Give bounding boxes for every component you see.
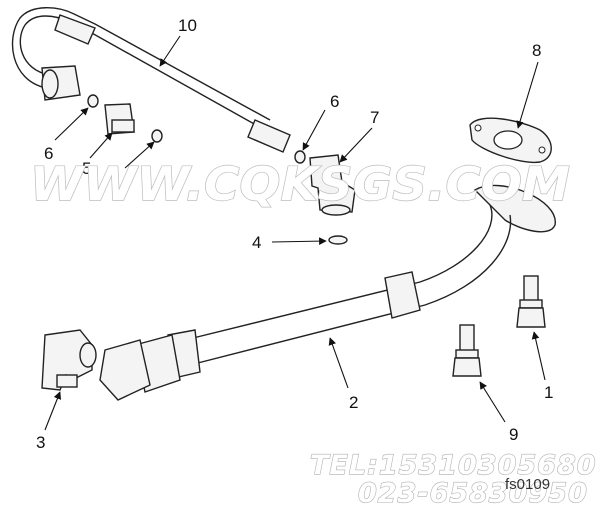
leader-3: [44, 391, 62, 431]
adapter-5: [104, 103, 135, 135]
callout-3: 3: [36, 433, 45, 452]
leader-6-lower: [124, 141, 155, 169]
callout-8: 8: [532, 41, 541, 60]
callout-6-left: 6: [44, 144, 53, 163]
callout-5: 5: [82, 159, 91, 178]
watermark-phone: TEL:15310305680: [310, 450, 597, 481]
leader-5: [89, 132, 113, 159]
leader-1: [531, 331, 546, 381]
o-ring-6-left: [87, 94, 99, 108]
callout-6-right: 6: [330, 92, 339, 111]
o-ring-4: [328, 235, 348, 245]
callout-4: 4: [252, 233, 261, 252]
bolt-9: [452, 324, 482, 377]
callout-1: 1: [544, 383, 553, 402]
leader-6-right: [302, 109, 326, 151]
watermark-site: WWW.CQKSGS.COM: [30, 157, 570, 211]
leader-4: [271, 237, 327, 245]
watermark-phone2: 023-65830950: [358, 478, 588, 509]
leader-10: [159, 35, 181, 67]
callout-9: 9: [509, 425, 518, 444]
gasket-8: [469, 117, 552, 164]
tube-assembly-10: [11, 7, 291, 153]
leader-2: [328, 337, 349, 389]
callout-7: 7: [370, 108, 379, 127]
bolt-1: [516, 275, 546, 328]
o-ring-6-lower: [151, 129, 163, 143]
o-ring-6-right: [294, 150, 306, 164]
tube-2: [99, 184, 556, 401]
figure-id: fs0109: [505, 476, 550, 493]
elbow-7: [309, 154, 356, 216]
leader-6-left: [54, 107, 89, 141]
elbow-3: [41, 329, 97, 391]
leader-9: [479, 381, 506, 423]
callout-10: 10: [178, 16, 197, 35]
leader-7: [339, 127, 373, 163]
callout-2: 2: [349, 393, 358, 412]
leader-8: [516, 61, 539, 129]
